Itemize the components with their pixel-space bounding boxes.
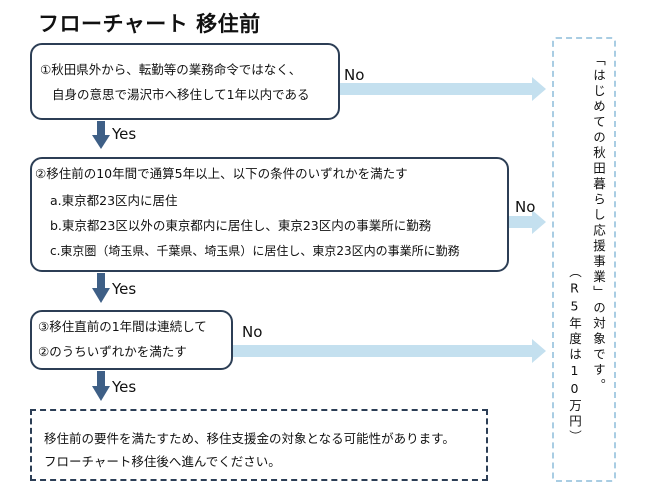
no-label-1: No bbox=[344, 66, 365, 84]
result-main-text: 「はじめての秋田暮らし応援事業」の対象です。 bbox=[591, 53, 606, 394]
step2-cond-a: a.東京都23区内に居住 bbox=[50, 193, 178, 208]
no-arrow-3 bbox=[233, 339, 546, 363]
no-label-2: No bbox=[515, 198, 536, 216]
no-arrow-1 bbox=[340, 77, 546, 101]
step2-cond-b: b.東京都23区以外の東京都内に居住し、東京23区内の事業所に勤務 bbox=[50, 218, 432, 233]
yes-arrow-2 bbox=[92, 273, 110, 303]
yes-label-2: Yes bbox=[112, 280, 137, 298]
step3-line2: ②のうちいずれかを満たす bbox=[38, 344, 187, 359]
step3-box: ③移住直前の1年間は連続して ②のうちいずれかを満たす bbox=[30, 310, 233, 370]
result-box: 「はじめての秋田暮らし応援事業」の対象です。 （R5年度は10万円） bbox=[552, 37, 616, 482]
step1-line2: 自身の意思で湯沢市へ移住して1年以内である bbox=[52, 87, 310, 102]
step3-line1: ③移住直前の1年間は連続して bbox=[38, 319, 207, 334]
page-title: フローチャート 移住前 bbox=[38, 12, 261, 36]
yes-arrow-1 bbox=[92, 121, 110, 149]
step1-line1: ①秋田県外から、転勤等の業務命令ではなく、 bbox=[40, 62, 302, 77]
yes-label-1: Yes bbox=[112, 125, 137, 143]
outcome-box: 移住前の要件を満たすため、移住支援金の対象となる可能性があります。 フローチャー… bbox=[30, 409, 488, 481]
step2-box: ②移住前の10年間で通算5年以上、以下の条件のいずれかを満たす a.東京都23区… bbox=[30, 157, 509, 272]
no-arrow-2 bbox=[509, 210, 546, 234]
result-sub-text: （R5年度は10万円） bbox=[567, 265, 582, 446]
step2-cond-c: c.東京圏（埼玉県、千葉県、埼玉県）に居住し、東京23区内の事業所に勤務 bbox=[50, 244, 460, 258]
outcome-line1: 移住前の要件を満たすため、移住支援金の対象となる可能性があります。 bbox=[44, 431, 455, 446]
step1-box: ①秋田県外から、転勤等の業務命令ではなく、 自身の意思で湯沢市へ移住して1年以内… bbox=[30, 43, 340, 120]
yes-label-3: Yes bbox=[112, 378, 137, 396]
no-label-3: No bbox=[242, 323, 263, 341]
yes-arrow-3 bbox=[92, 371, 110, 401]
step2-line1: ②移住前の10年間で通算5年以上、以下の条件のいずれかを満たす bbox=[35, 166, 408, 181]
outcome-line2: フローチャート移住後へ進んでください。 bbox=[44, 454, 281, 469]
